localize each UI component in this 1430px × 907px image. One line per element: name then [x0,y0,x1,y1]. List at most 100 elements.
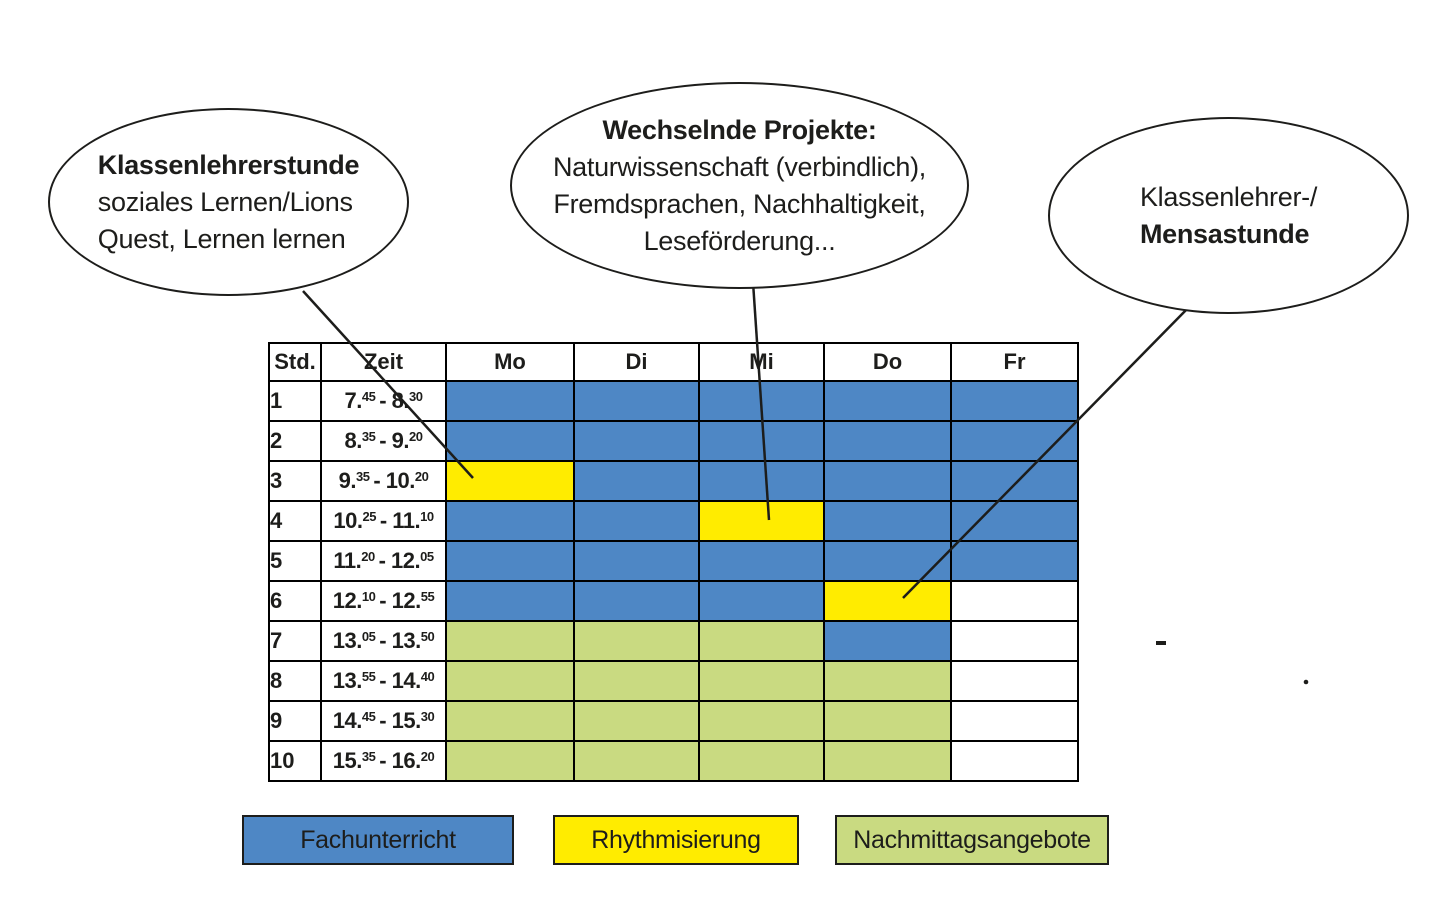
schedule-cell-di-5 [573,540,700,582]
bubble-klassenlehrerstunde-line-1: Klassenlehrerstunde [97,149,360,180]
schedule-cell-fr-3 [950,460,1079,502]
cell-std-8: 8 [268,660,322,702]
schedule-cell-fr-6 [950,580,1079,622]
legend-item-rhythmisierung: Rhythmisierung [553,815,799,865]
schedule-cell-mo-2 [445,420,575,462]
bubble-klassenlehrer-mensastunde-line-1: Klassenlehrer-/ [1139,181,1318,212]
schedule-cell-mi-5 [698,540,825,582]
schedule-cell-do-10 [823,740,952,782]
schedule-cell-do-1 [823,380,952,422]
cell-zeit-5: 11.20 - 12.05 [320,540,447,582]
bubble-klassenlehrerstunde: Klassenlehrerstunde soziales Lernen/Lions… [48,108,409,296]
legend-label-fachunterricht: Fachunterricht [300,825,456,854]
schedule-cell-do-3 [823,460,952,502]
schedule-cell-mi-4 [698,500,825,542]
stray-dot-mark [1303,679,1309,685]
bubble-klassenlehrer-mensastunde-text: Klassenlehrer-/ Mensastunde [1140,179,1317,253]
schedule-cell-mi-3 [698,460,825,502]
cell-std-5: 5 [268,540,322,582]
schedule-cell-mo-8 [445,660,575,702]
schedule-cell-mo-6 [445,580,575,622]
schedule-cell-fr-2 [950,420,1079,462]
cell-std-6: 6 [268,580,322,622]
legend-label-nachmittagsangebote: Nachmittagsangebote [853,825,1091,854]
schedule-cell-mo-5 [445,540,575,582]
bubble-klassenlehrerstunde-text: Klassenlehrerstunde soziales Lernen/Lions… [97,147,360,258]
cell-zeit-10: 15.35 - 16.20 [320,740,447,782]
schedule-cell-fr-4 [950,500,1079,542]
bubble-klassenlehrer-mensastunde: Klassenlehrer-/ Mensastunde [1048,117,1409,314]
schedule-cell-mi-2 [698,420,825,462]
schedule-cell-do-7 [823,620,952,662]
column-header-di: Di [573,342,700,382]
schedule-cell-mo-4 [445,500,575,542]
bubble-wechselnde-projekte-line-2: Naturwissenschaft (verbindlich), [552,151,927,182]
cell-zeit-4: 10.25 - 11.10 [320,500,447,542]
schedule-cell-do-9 [823,700,952,742]
cell-zeit-8: 13.55 - 14.40 [320,660,447,702]
schedule-cell-mo-10 [445,740,575,782]
cell-zeit-1: 7.45 - 8.30 [320,380,447,422]
cell-std-1: 1 [268,380,322,422]
cell-std-4: 4 [268,500,322,542]
legend-item-fachunterricht: Fachunterricht [242,815,514,865]
legend-label-rhythmisierung: Rhythmisierung [591,825,761,854]
schedule-cell-fr-10 [950,740,1079,782]
schedule-cell-mi-9 [698,700,825,742]
schedule-cell-mi-8 [698,660,825,702]
cell-zeit-6: 12.10 - 12.55 [320,580,447,622]
column-header-fr: Fr [950,342,1079,382]
schedule-cell-mi-10 [698,740,825,782]
column-header-mo: Mo [445,342,575,382]
schedule-cell-di-6 [573,580,700,622]
bubble-klassenlehrerstunde-line-2: soziales Lernen/Lions [97,186,353,217]
schedule-cell-mi-7 [698,620,825,662]
schedule-cell-di-10 [573,740,700,782]
schedule-cell-di-1 [573,380,700,422]
column-header-do: Do [823,342,952,382]
schedule-cell-mo-9 [445,700,575,742]
cell-std-9: 9 [268,700,322,742]
schedule-cell-do-6 [823,580,952,622]
cell-zeit-9: 14.45 - 15.30 [320,700,447,742]
schedule-cell-di-8 [573,660,700,702]
bubble-klassenlehrer-mensastunde-line-2: Mensastunde [1139,218,1310,249]
schedule-cell-di-7 [573,620,700,662]
column-header-zeit: Zeit [320,342,447,382]
schedule-cell-fr-8 [950,660,1079,702]
cell-std-2: 2 [268,420,322,462]
bubble-wechselnde-projekte-text: Wechselnde Projekte:Naturwissenschaft (v… [553,112,926,260]
schedule-cell-di-9 [573,700,700,742]
schedule-cell-fr-9 [950,700,1079,742]
schedule-cell-mi-6 [698,580,825,622]
column-header-mi: Mi [698,342,825,382]
schedule-cell-di-2 [573,420,700,462]
schedule-cell-fr-5 [950,540,1079,582]
schedule-cell-do-4 [823,500,952,542]
cell-zeit-2: 8.35 - 9.20 [320,420,447,462]
schedule-cell-mo-1 [445,380,575,422]
cell-zeit-7: 13.05 - 13.50 [320,620,447,662]
schedule-cell-mo-7 [445,620,575,662]
column-header-std: Std. [268,342,322,382]
bubble-wechselnde-projekte-line-4: Leseförderung... [643,225,836,256]
schedule-cell-do-2 [823,420,952,462]
cell-std-3: 3 [268,460,322,502]
cell-std-10: 10 [268,740,322,782]
schedule-cell-do-8 [823,660,952,702]
cell-std-7: 7 [268,620,322,662]
bubble-wechselnde-projekte: Wechselnde Projekte:Naturwissenschaft (v… [510,82,969,289]
